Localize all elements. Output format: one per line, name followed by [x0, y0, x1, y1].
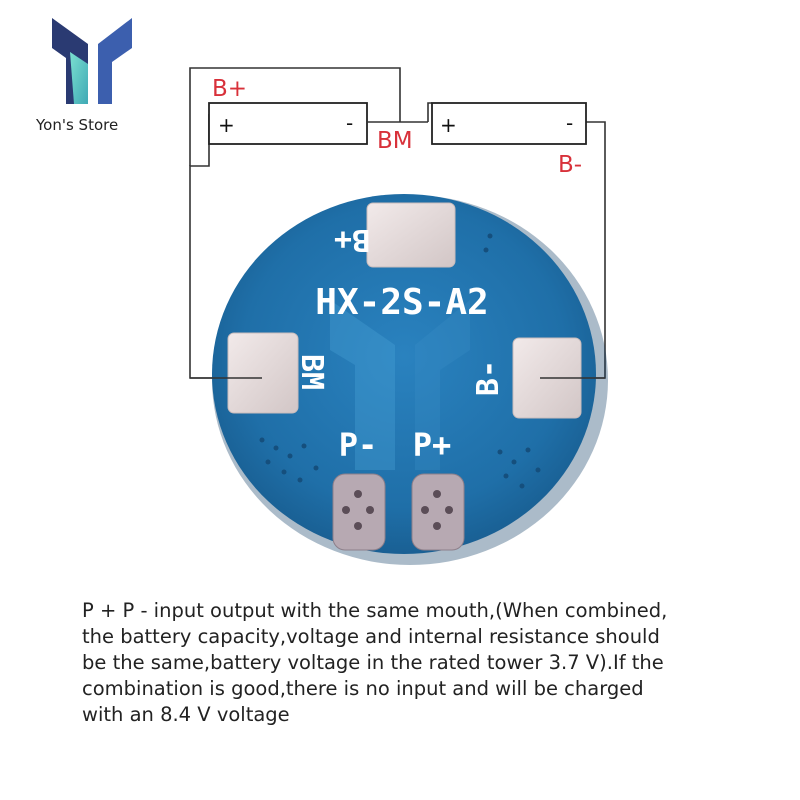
battery-2-body — [431, 102, 587, 145]
pad-p-plus — [411, 473, 465, 551]
logo-mark-center — [70, 52, 88, 104]
battery-2: + - — [431, 102, 587, 145]
silk-bm: BM — [294, 354, 329, 390]
silk-p-minus: P- — [339, 426, 378, 464]
battery-2-plus: + — [440, 113, 457, 137]
silk-p-plus: P+ — [413, 426, 452, 464]
pad-b-plus — [366, 202, 456, 268]
battery-2-minus: - — [566, 111, 573, 135]
pcb-watermark-2 — [415, 300, 470, 470]
wire-bm — [189, 67, 401, 166]
pcb-watermark — [330, 300, 395, 470]
battery-1: + - — [208, 102, 368, 145]
silk-model: HX-2S-A2 — [315, 282, 488, 323]
silk-b-plus: B+ — [334, 222, 370, 257]
description: P + P - input output with the same mouth… — [82, 598, 782, 728]
label-b-plus: B+ — [212, 76, 247, 102]
description-line: P + P - input output with the same mouth… — [82, 599, 668, 622]
battery-1-plus: + — [218, 113, 235, 137]
pcb-vias — [259, 233, 541, 489]
store-logo: Yon's Store — [35, 18, 132, 134]
logo-mark-right — [98, 18, 132, 104]
pcb-body — [212, 194, 596, 554]
battery-1-minus: - — [346, 111, 353, 135]
silk-b-minus: B- — [471, 360, 506, 396]
label-b-minus: B- — [558, 152, 582, 178]
battery-1-body — [208, 102, 368, 145]
description-line: be the same,battery voltage in the rated… — [82, 651, 664, 674]
description-line: with an 8.4 V voltage — [82, 703, 290, 726]
label-bm: BM — [377, 128, 413, 154]
pad-p-minus — [332, 473, 386, 551]
description-line: the battery capacity,voltage and interna… — [82, 625, 660, 648]
pcb-board: B+ HX-2S-A2 BM B- P- P+ — [212, 194, 608, 565]
description-line: combination is good,there is no input an… — [82, 677, 644, 700]
store-name: Yon's Store — [35, 116, 118, 134]
pad-bm — [227, 332, 299, 414]
wire-bm-up — [427, 102, 432, 122]
